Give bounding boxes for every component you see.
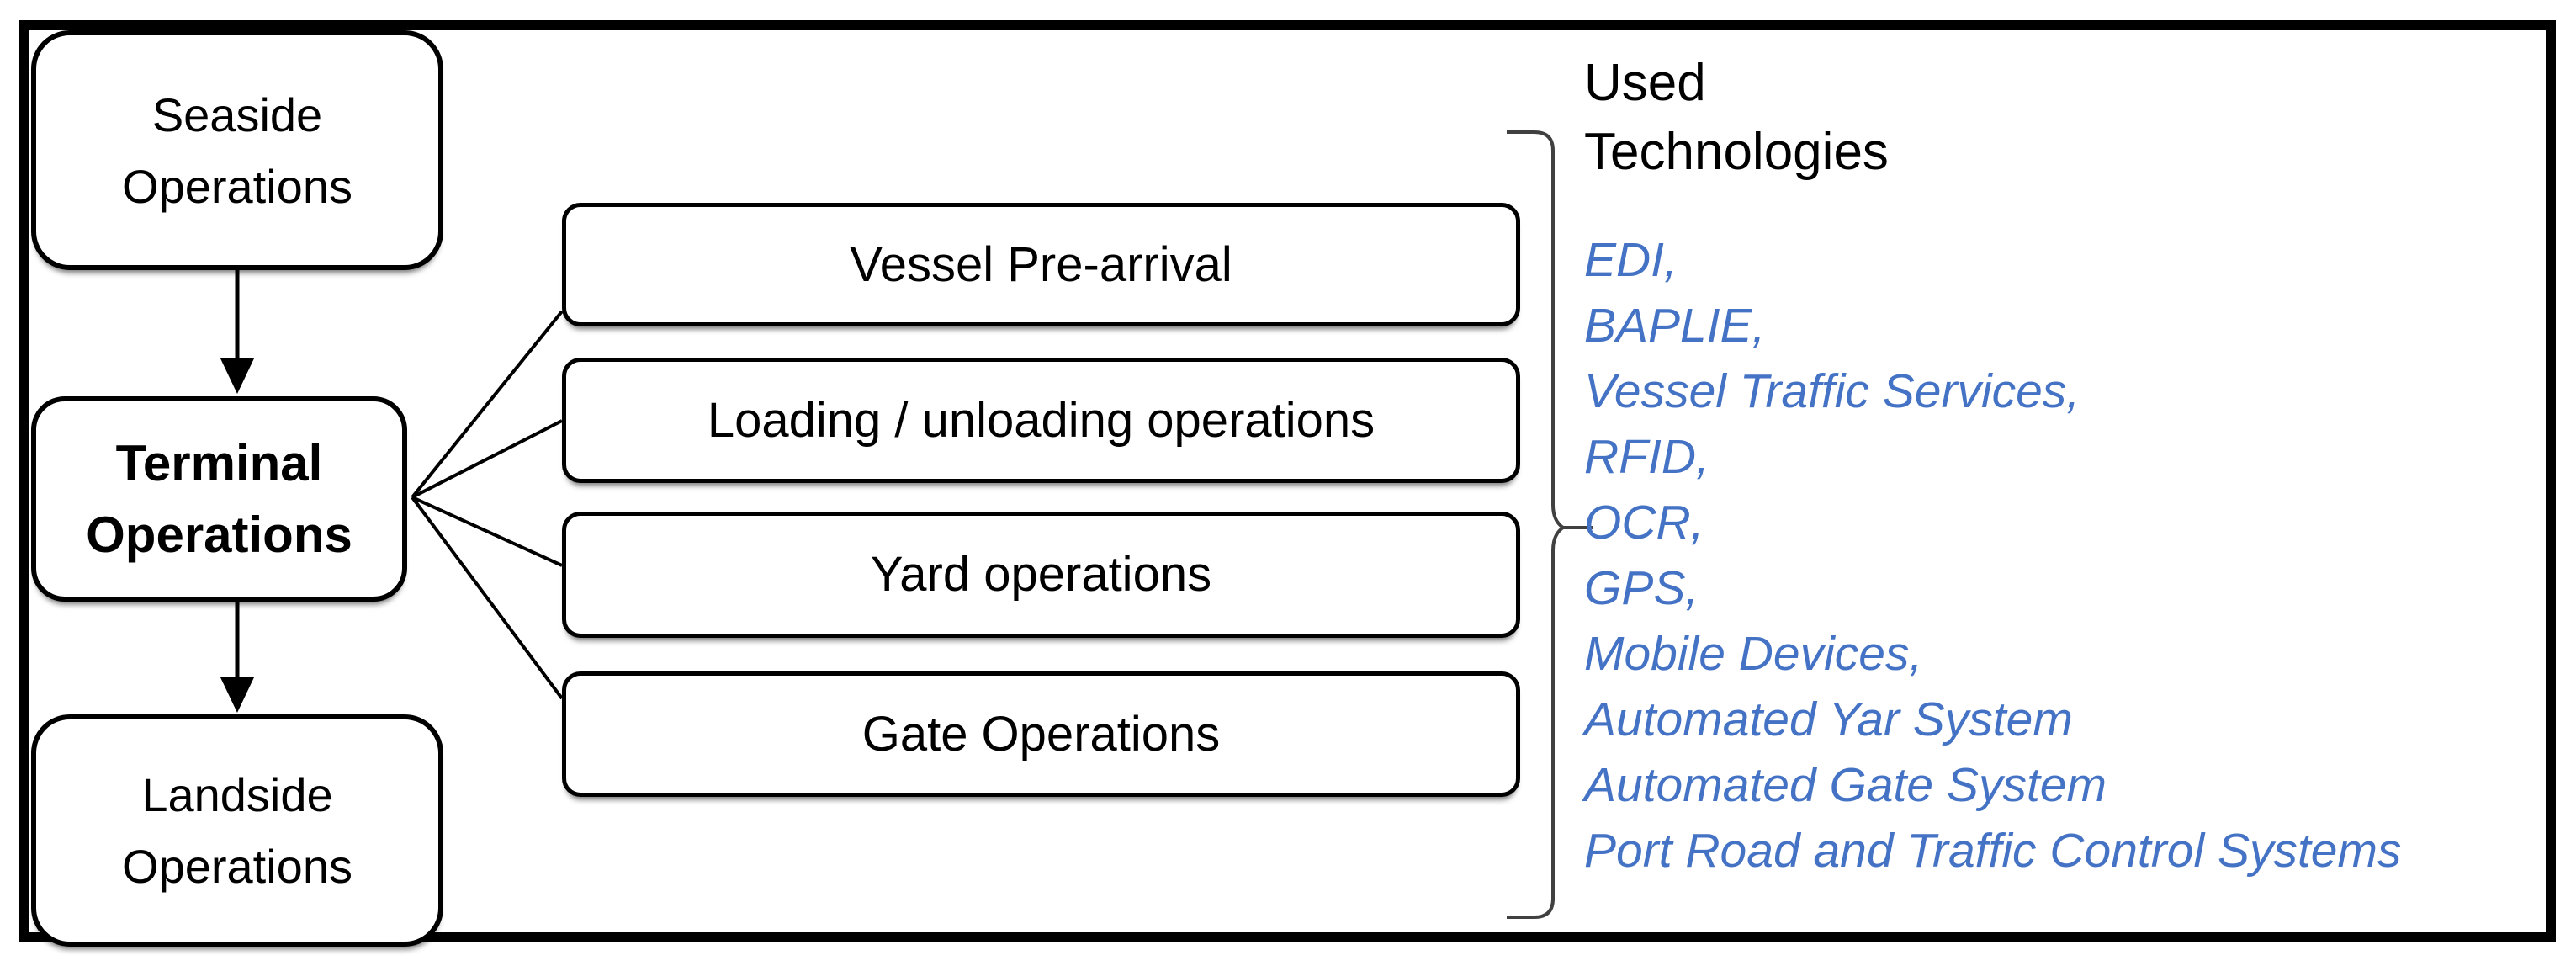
- technologies-list: EDI, BAPLIE, Vessel Traffic Services, RF…: [1584, 227, 2401, 884]
- yard-operations-label: Yard operations: [870, 547, 1212, 602]
- technology-item: BAPLIE,: [1584, 299, 1766, 353]
- technology-item: Automated Yar System: [1584, 693, 2073, 746]
- flow-node-terminal-operations: Terminal Operations: [31, 396, 407, 602]
- technology-item: EDI,: [1584, 233, 1678, 287]
- technology-item: OCR,: [1584, 496, 1704, 549]
- operation-node-yard-operations: Yard operations: [562, 512, 1520, 638]
- loading-unloading-label: Loading / unloading operations: [707, 392, 1375, 448]
- terminal-operations-label: Terminal Operations: [86, 435, 352, 563]
- used-technologies-heading: Used Technologies: [1584, 54, 1889, 181]
- operation-node-vessel-pre-arrival: Vessel Pre-arrival: [562, 203, 1520, 326]
- flow-node-landside-operations: Landside Operations: [31, 714, 443, 947]
- outer-border-frame: [19, 20, 2556, 942]
- vessel-pre-arrival-label: Vessel Pre-arrival: [850, 236, 1232, 292]
- technology-item: Automated Gate System: [1584, 758, 2107, 812]
- gate-operations-label: Gate Operations: [861, 706, 1221, 762]
- operation-node-loading-unloading: Loading / unloading operations: [562, 358, 1520, 483]
- technology-item: GPS,: [1584, 561, 1699, 615]
- operation-node-gate-operations: Gate Operations: [562, 671, 1520, 797]
- technology-item: RFID,: [1584, 430, 1709, 484]
- seaside-operations-label: Seaside Operations: [122, 88, 352, 213]
- technology-item: Mobile Devices,: [1584, 627, 1923, 681]
- flow-node-seaside-operations: Seaside Operations: [31, 30, 443, 270]
- technology-item: Port Road and Traffic Control Systems: [1584, 824, 2402, 878]
- technology-item: Vessel Traffic Services,: [1584, 364, 2080, 418]
- landside-operations-label: Landside Operations: [122, 768, 352, 893]
